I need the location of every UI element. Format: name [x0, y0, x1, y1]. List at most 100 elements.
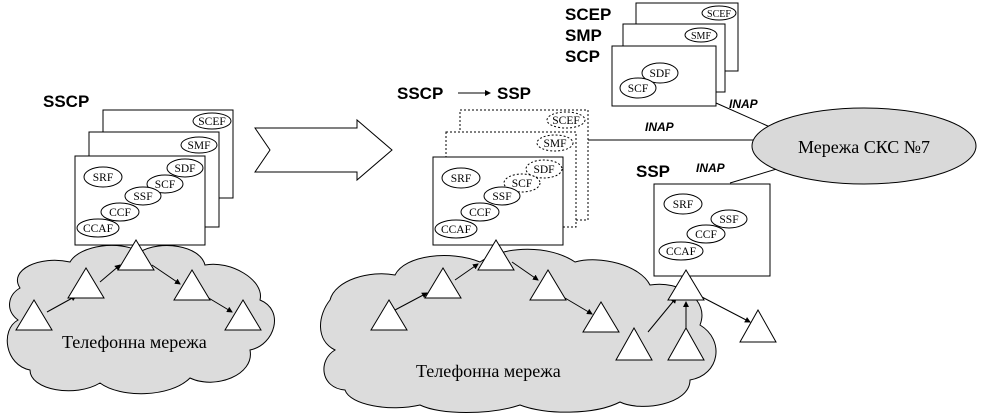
left-ccaf-label: CCAF	[83, 223, 113, 235]
scp-inap-link	[715, 102, 771, 128]
ssp-ccf-ellipse	[686, 224, 726, 244]
left-switch-1	[15, 299, 53, 331]
scf-ellipse-top	[619, 77, 657, 99]
ssp-box: SRF SSF CCF CCAF	[653, 183, 771, 277]
left-sdf-label: SDF	[174, 163, 195, 175]
ssp-box-title: SSP	[636, 162, 670, 181]
middle-sdf-ellipse	[525, 159, 563, 179]
ssp-link-left	[647, 297, 677, 333]
left-scf-label: SCF	[155, 179, 175, 191]
ssp-ssf-label: SSF	[719, 214, 738, 226]
middle-switch-4	[582, 301, 620, 333]
left-smf-label: SMF	[187, 140, 210, 152]
middle-switch-top	[477, 239, 515, 271]
middle-scf-label: SCF	[512, 178, 532, 190]
left-link-4	[206, 296, 233, 313]
middle-ccaf-label: CCAF	[441, 224, 471, 236]
scef-label-top: SCEF	[707, 9, 731, 20]
left-link-3	[151, 264, 181, 285]
left-network-label: Телефонна мережа	[62, 332, 207, 352]
middle-smf-label: SMF	[543, 138, 566, 150]
smf-ellipse-top	[684, 27, 718, 43]
middle-network-label: Телефонна мережа	[416, 361, 561, 381]
middle-switch-network	[370, 239, 620, 333]
ssp-switch-main	[667, 269, 705, 301]
middle-switch-1	[370, 299, 408, 331]
middle-link-2	[454, 263, 479, 281]
inap-label-ssp: INAP	[696, 161, 726, 175]
ssp-ccf-label: CCF	[695, 229, 717, 241]
ssp-switch-bottom	[667, 326, 705, 361]
middle-title-to: SSP	[497, 84, 531, 103]
middle-link-4	[564, 297, 593, 315]
middle-scef-ellipse	[546, 111, 586, 129]
inap-label-scp: INAP	[729, 97, 759, 111]
left-link-2	[99, 264, 121, 283]
middle-scef-label: SCEF	[552, 115, 580, 127]
middle-scf-ellipse	[503, 173, 541, 193]
inap-label-middle: INAP	[645, 120, 675, 134]
scep-label: SCEP	[565, 5, 611, 24]
middle-ccf-label: CCF	[469, 207, 491, 219]
middle-link-3	[511, 261, 539, 281]
ssp-switch-left	[615, 326, 653, 361]
left-ccf-ellipse	[100, 202, 140, 222]
transition-arrow	[254, 118, 393, 182]
middle-switch-3	[529, 269, 567, 301]
middle-link-1	[394, 292, 428, 311]
ssp-ccaf-ellipse	[658, 241, 704, 261]
middle-sdf-label: SDF	[533, 164, 554, 176]
scef-ellipse-top	[701, 5, 737, 21]
left-switch-top	[117, 239, 155, 271]
ssp-srf-ellipse	[663, 193, 703, 215]
left-ssf-label: SSF	[133, 191, 152, 203]
left-link-1	[46, 295, 77, 313]
left-ccf-label: CCF	[109, 207, 131, 219]
ssp-ssf-ellipse	[710, 209, 748, 229]
sdf-ellipse-top	[641, 62, 679, 84]
ssp-srf-label: SRF	[673, 199, 693, 211]
ssp-switch-network	[615, 269, 777, 361]
middle-ssp-stack: SCEF SMF SRF SDF SCF SSF CCF CCAF	[432, 109, 589, 246]
sdf-label-top: SDF	[649, 68, 670, 80]
middle-srf-ellipse	[441, 167, 481, 189]
left-switch-4	[224, 299, 262, 331]
ssp-link-right	[699, 295, 751, 323]
middle-title-from: SSCP	[397, 84, 443, 103]
left-smf-ellipse	[180, 136, 218, 154]
left-switch-2	[67, 267, 105, 299]
middle-smf-ellipse	[536, 134, 574, 152]
left-scef-ellipse	[192, 112, 232, 130]
left-srf-ellipse	[83, 166, 123, 188]
left-srf-label: SRF	[93, 172, 113, 184]
smf-label-top: SMF	[691, 31, 711, 42]
ssp-switch-right	[739, 308, 777, 343]
middle-ccf-ellipse	[460, 202, 500, 222]
middle-ccaf-ellipse	[434, 219, 478, 239]
scp-label: SCP	[565, 47, 600, 66]
middle-srf-label: SRF	[451, 173, 471, 185]
scf-label-top: SCF	[628, 83, 648, 95]
left-phone-network-cloud	[6, 244, 275, 395]
sks7-network-ellipse	[751, 107, 977, 185]
left-ccaf-ellipse	[76, 218, 120, 238]
left-ssf-ellipse	[124, 186, 162, 206]
middle-ssf-label: SSF	[492, 191, 511, 203]
left-sscp-title: SSCP	[43, 92, 89, 111]
middle-switch-2	[424, 267, 462, 299]
sks7-network-label: Мережа СКС №7	[798, 137, 930, 157]
left-sdf-ellipse	[166, 158, 204, 178]
scp-stack: SCEF SMF SDF SCF	[611, 2, 739, 107]
middle-phone-network-cloud	[320, 248, 717, 413]
ssp-box-inap-link	[729, 167, 781, 184]
left-scef-label: SCEF	[198, 116, 226, 128]
smp-label: SMP	[565, 26, 602, 45]
left-switch-3	[173, 269, 211, 301]
middle-ssf-ellipse	[483, 186, 521, 206]
left-switch-network	[15, 239, 262, 331]
ssp-ccaf-label: CCAF	[666, 246, 696, 258]
left-scf-ellipse	[146, 174, 184, 194]
left-sscp-stack: SCEF SMF SRF SDF SCF SSF CCF CCAF	[74, 109, 234, 246]
